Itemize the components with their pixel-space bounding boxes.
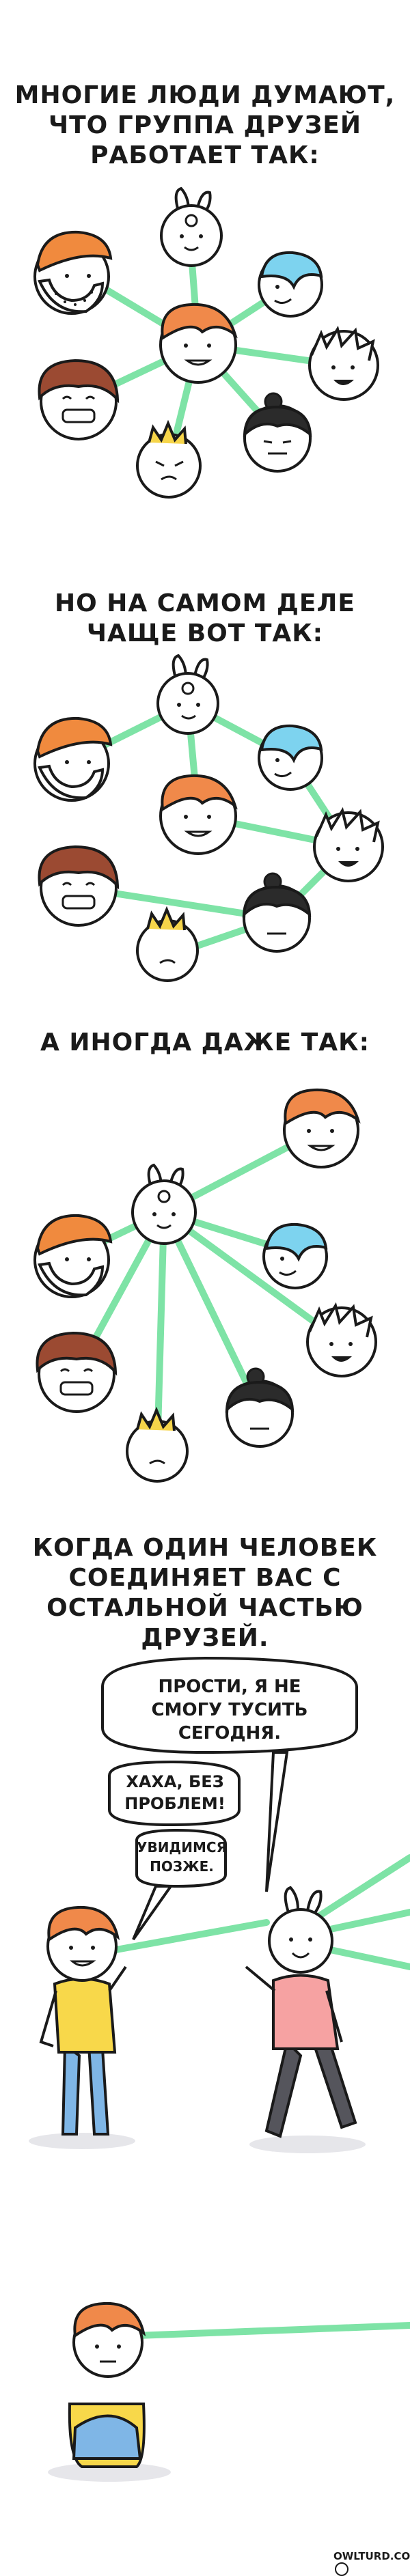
friend-network-hub [33,1088,377,1483]
friend-cap-bearded [33,230,113,315]
panel-4-caption: КОГДА ОДИН ЧЕЛОВЕК СОЕДИНЯЕТ ВАС С ОСТАЛ… [0,1533,410,1653]
panel-3: А ИНОГДА ДАЖЕ ТАК: [0,1028,410,1483]
bubble-text: СМОГУ ТУСИТЬ [152,1700,308,1720]
friend-cap-bearded [33,716,113,802]
caption-line: МНОГИЕ ЛЮДИ ДУМАЮТ, [14,81,396,109]
friend-curly-brown [36,1331,118,1413]
bubble-text: ПРОБЛЕМ! [124,1794,226,1813]
caption-line: КОГДА ОДИН ЧЕЛОВЕК [32,1534,378,1562]
connector-scene: ПРОСТИ, Я НЕ СМОГУ ТУСИТЬ СЕГОДНЯ. ХАХА,… [29,1656,410,2153]
panel-1: МНОГИЕ ЛЮДИ ДУМАЮТ, ЧТО ГРУППА ДРУЗЕЙ РА… [0,0,410,499]
bubble-text: ПРОСТИ, Я НЕ [158,1677,301,1697]
character-bunny-walking [245,1886,366,2153]
friend-blue-hair [258,724,323,791]
friend-bunny-hub [131,1163,197,1245]
friend-orange-top [283,1088,361,1168]
friend-curly-brown [38,359,120,440]
friend-yellow-crown [126,1406,189,1483]
friend-bunny-head [160,186,223,267]
friend-spiky-white [308,325,379,401]
friend-yellow-crown [136,419,202,499]
friend-network-star [33,186,379,499]
caption-line: А ИНОГДА ДАЖЕ ТАК: [40,1028,370,1056]
friend-black-bun [243,392,312,473]
owl-logo-icon [335,2562,348,2576]
friend-spiky-white [313,807,384,882]
speech-bubble-apology: ПРОСТИ, Я НЕ СМОГУ ТУСИТЬ СЕГОДНЯ. [101,1656,358,1892]
panel-4: КОГДА ОДИН ЧЕЛОВЕК СОЕДИНЯЕТ ВАС С ОСТАЛ… [0,1533,410,2153]
friend-blue-hair [262,1222,328,1289]
caption-line: СОЕДИНЯЕТ ВАС С [68,1564,342,1592]
friend-black-bun [242,872,312,953]
bubble-text: СЕГОДНЯ. [178,1723,281,1744]
speech-bubble-no-problem: ХАХА, БЕЗ ПРОБЛЕМ! [108,1760,241,1827]
site-footer[interactable]: OWLTURD.COM [333,2550,410,2576]
friend-curly-brown [38,845,120,927]
caption-line: ДРУЗЕЙ. [141,1624,269,1652]
friend-bunny-head [156,654,219,735]
caption-line: ЧТО ГРУППА ДРУЗЕЙ [48,111,362,139]
character-sitting-alone [48,2301,171,2482]
panel-2: НО НА САМОМ ДЕЛЕ ЧАЩЕ ВОТ ТАК: [0,0,410,983]
friend-cap-bearded [33,1214,113,1298]
bubble-text: ПОЗЖЕ. [150,1858,214,1875]
caption-line: ЧАЩЕ ВОТ ТАК: [86,619,324,647]
friend-orange-center [159,303,238,384]
bubble-text: УВИДИМСЯ [137,1839,227,1856]
friend-orange-center [159,774,238,855]
friend-blue-hair [258,251,323,318]
connection-line [133,2322,410,2339]
caption-line: РАБОТАЕТ ТАК: [90,141,320,169]
friend-network-web [33,654,384,982]
panel-2-caption: НО НА САМОМ ДЕЛЕ ЧАЩЕ ВОТ ТАК: [0,589,410,649]
panel-3-caption: А ИНОГДА ДАЖЕ ТАК: [0,1028,410,1058]
friend-black-bun [225,1367,295,1448]
caption-line: НО НА САМОМ ДЕЛЕ [54,589,355,617]
speech-bubble-see-you: УВИДИМСЯ ПОЗЖЕ. [132,1828,227,1941]
site-name[interactable]: OWLTURD.COM [333,2550,410,2562]
friend-spiky-white [306,1302,377,1377]
character-orange-hair [29,1905,135,2149]
friend-yellow-crown [136,906,199,982]
bubble-text: ХАХА, БЕЗ [126,1772,223,1791]
panel-1-caption: МНОГИЕ ЛЮДИ ДУМАЮТ, ЧТО ГРУППА ДРУЗЕЙ РА… [0,81,410,171]
caption-line: ОСТАЛЬНОЙ ЧАСТЬЮ [46,1594,364,1622]
